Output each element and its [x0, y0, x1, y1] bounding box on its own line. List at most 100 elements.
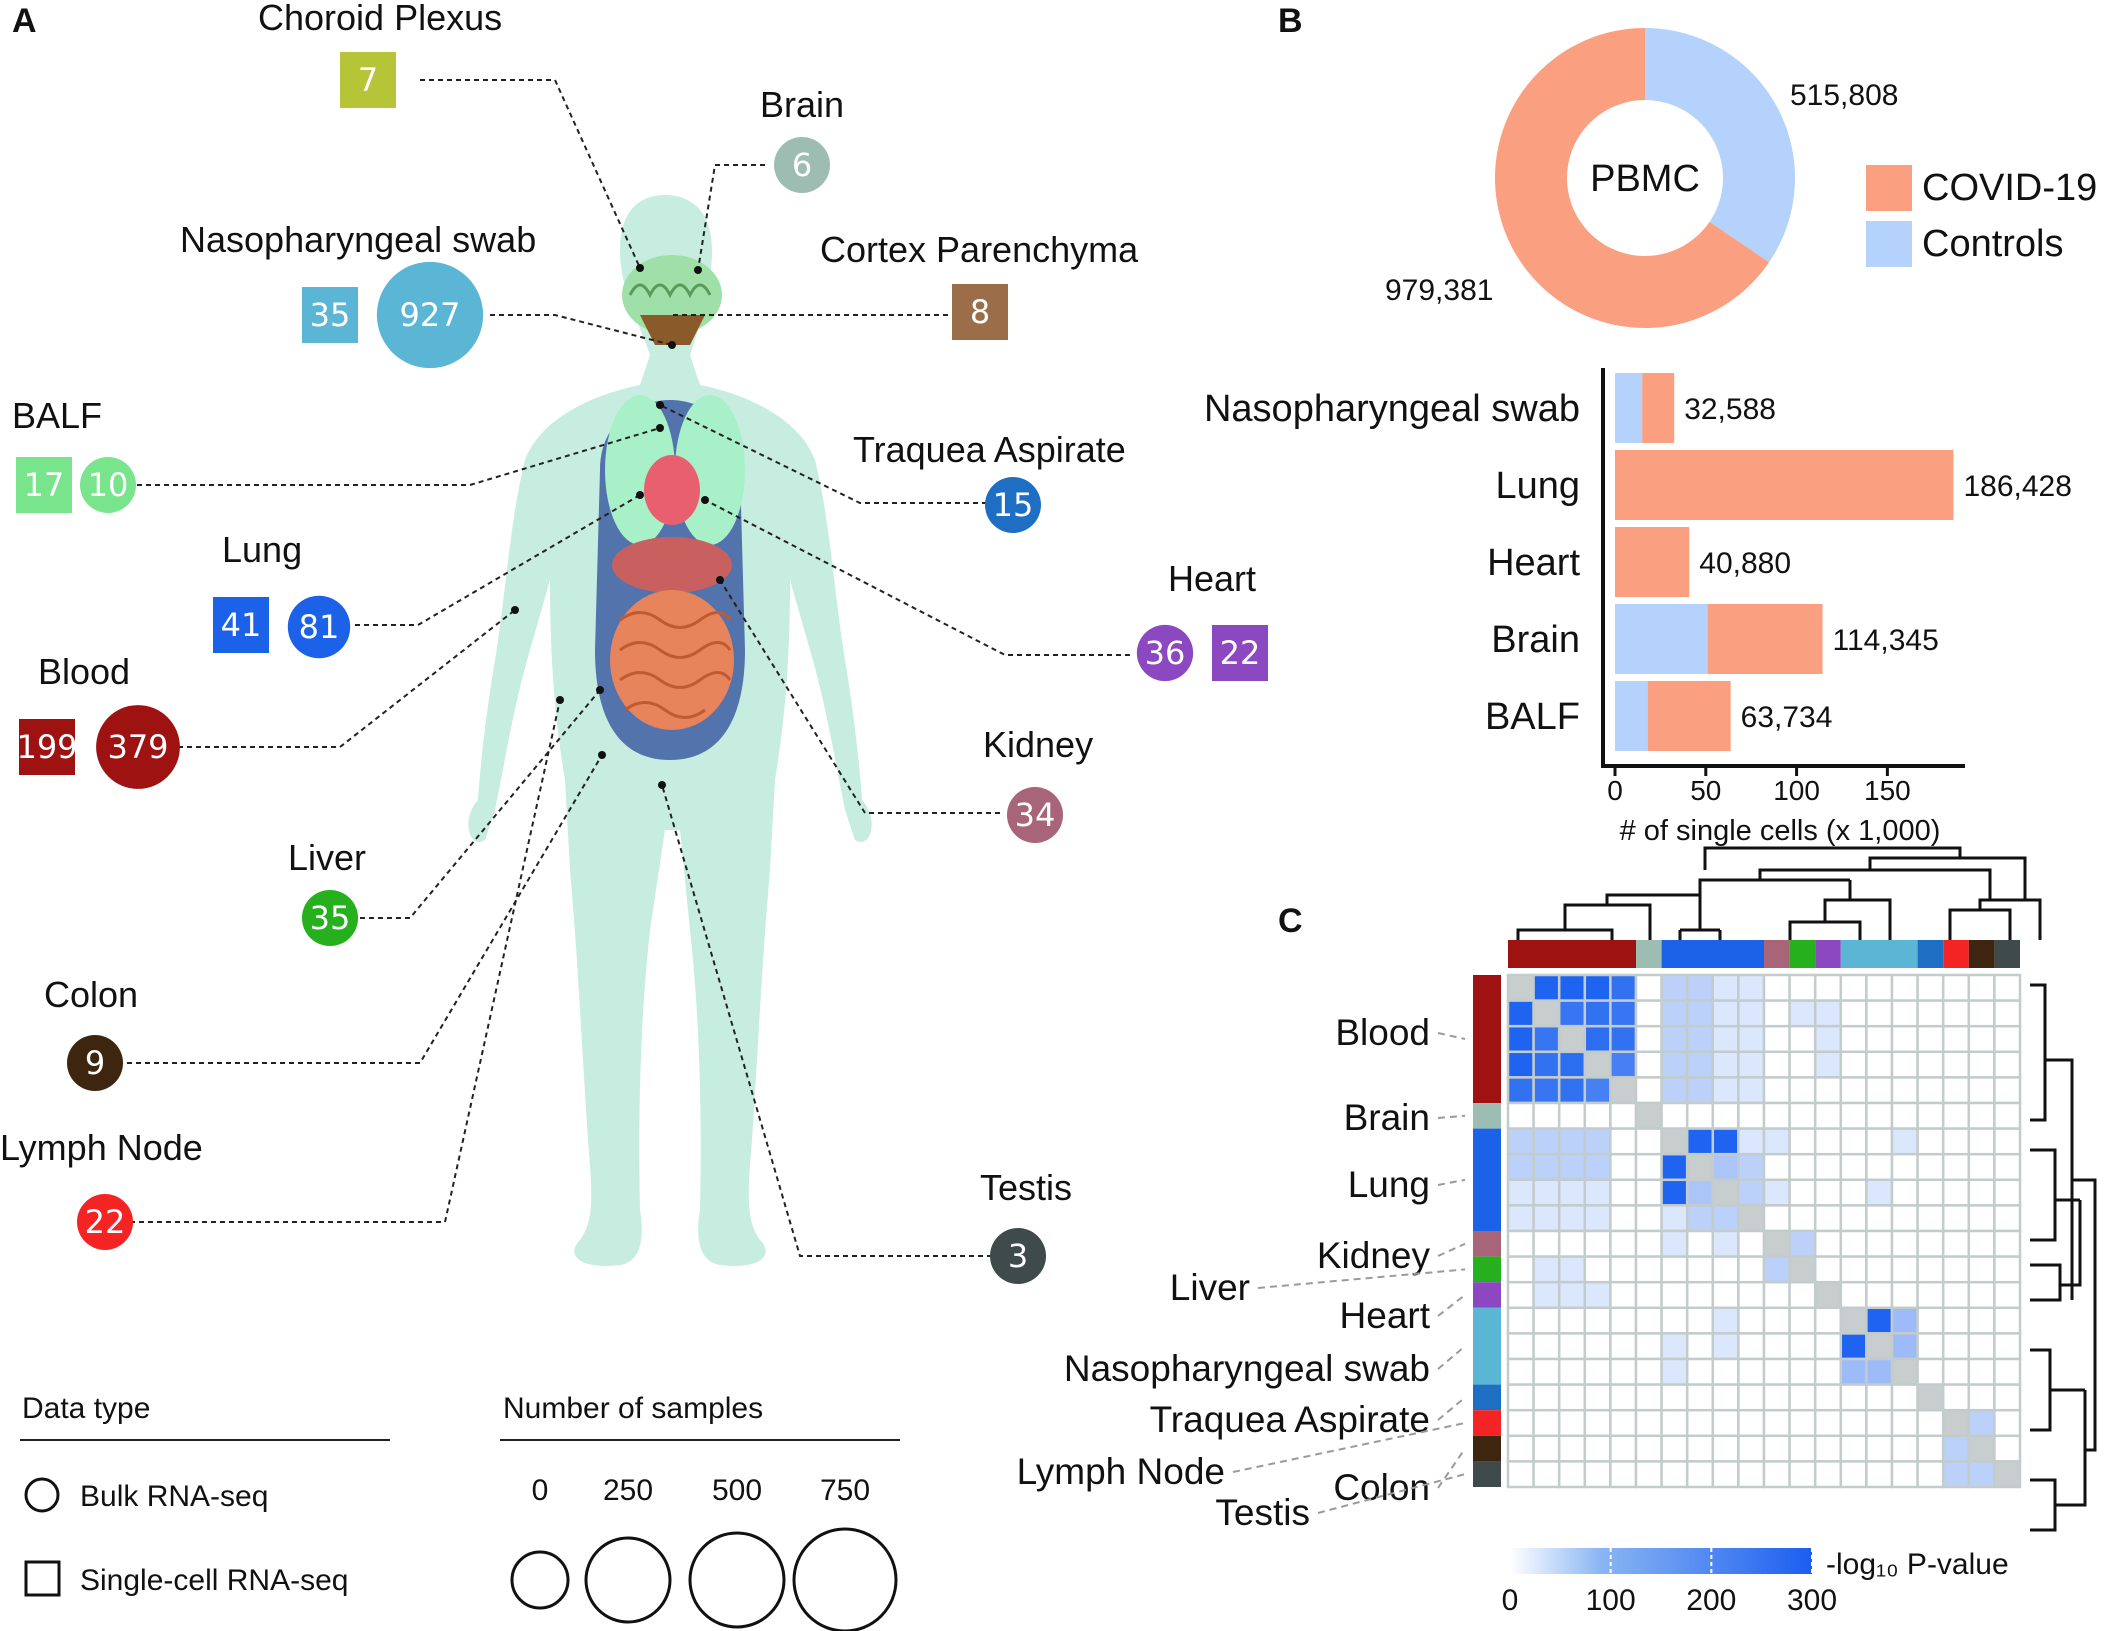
- bulk-circle: [287, 595, 351, 659]
- heatmap-cell: [1609, 1255, 1638, 1284]
- heatmap-cell: [1660, 1434, 1689, 1463]
- bar-total-label: 40,880: [1699, 547, 1791, 580]
- size-legend-circle: [510, 1550, 570, 1610]
- heatmap-cell: [1813, 1306, 1843, 1335]
- bulk-count: 35: [310, 899, 351, 937]
- heatmap-cell: [1506, 1357, 1535, 1386]
- col-group-bar: [1508, 940, 1636, 968]
- heatmap-cell: [1506, 1460, 1535, 1489]
- heatmap-cell: [1993, 1178, 2022, 1207]
- heatmap-cell: [1711, 1101, 1740, 1130]
- legend-single-label: Single-cell RNA-seq: [80, 1564, 348, 1597]
- heatmap-cell: [1839, 1357, 1868, 1386]
- heatmap-cell: [1583, 1127, 1612, 1156]
- heatmap-cell: [1506, 1280, 1535, 1310]
- heatmap-cell: [1993, 1306, 2022, 1335]
- heatmap-cell: [1916, 1383, 1945, 1412]
- heatmap-cell: [1916, 1408, 1945, 1438]
- heatmap-cell: [1993, 1050, 2022, 1079]
- row-group-bar: [1473, 1128, 1501, 1231]
- heatmap-cell: [1583, 1076, 1612, 1105]
- bar-total-label: 32,588: [1684, 393, 1776, 426]
- row-group-bar: [1473, 1410, 1501, 1436]
- heatmap-cell: [1583, 1178, 1612, 1207]
- bar-total-label: 114,345: [1833, 624, 1939, 657]
- heatmap-cell: [1737, 1306, 1766, 1335]
- x-tick-label: 100: [1773, 775, 1820, 806]
- bulk-circle: [67, 1035, 123, 1091]
- heatmap-cell: [1839, 1383, 1868, 1412]
- heatmap-cell: [1609, 1101, 1638, 1130]
- x-tick-label: 50: [1690, 775, 1721, 806]
- heatmap-cell: [1660, 1024, 1689, 1054]
- single-cell-count: 17: [24, 466, 65, 504]
- donut-value-label: 515,808: [1790, 79, 1898, 112]
- heatmap-cell: [1993, 1229, 2022, 1258]
- heatmap-cell: [1788, 1076, 1817, 1105]
- heatmap-cell: [1967, 1332, 1996, 1361]
- heatmap-cell: [1813, 1204, 1843, 1233]
- heatmap-cell: [1583, 1460, 1612, 1489]
- bulk-circle: [774, 137, 830, 193]
- heatmap-cell: [1634, 1152, 1663, 1182]
- heatmap-cell: [1532, 1101, 1561, 1130]
- heatmap-cell: [1993, 1357, 2022, 1386]
- heatmap-cell: [1634, 1306, 1663, 1335]
- heatmap-cell: [1685, 1101, 1715, 1130]
- heatmap-cell: [1737, 1076, 1766, 1105]
- heatmap-cell: [1660, 1101, 1689, 1130]
- heatmap-cell: [1967, 1050, 1996, 1079]
- donut-slice-covid-19: [1494, 28, 1770, 328]
- size-legend-value: 750: [820, 1474, 870, 1507]
- heatmap-cell: [1583, 1357, 1612, 1386]
- heatmap-cell: [1711, 1357, 1740, 1386]
- row-group-bar: [1473, 1103, 1501, 1129]
- heatmap-cell: [1865, 1357, 1894, 1386]
- heatmap-cell: [1890, 1255, 1919, 1284]
- heatmap-cell: [1609, 1408, 1638, 1438]
- heatmap-cell: [1762, 1357, 1791, 1386]
- heatmap-cell: [1916, 1101, 1945, 1130]
- heatmap-cell: [1993, 1434, 2022, 1463]
- heatmap-cell: [1993, 1383, 2022, 1412]
- heatmap-cell: [1890, 999, 1919, 1028]
- heatmap-row-label: Kidney: [1317, 1235, 1431, 1276]
- heatmap-cell: [1532, 999, 1561, 1028]
- heatmap-cell: [1711, 1383, 1740, 1412]
- panel-letter-c: C: [1278, 902, 1303, 940]
- heatmap-cell: [1762, 1408, 1791, 1438]
- heatmap-cell: [1609, 1024, 1638, 1054]
- heatmap-cell: [1839, 1332, 1868, 1361]
- heatmap-cell: [1737, 1178, 1766, 1207]
- heatmap-cell: [1865, 1255, 1894, 1284]
- colorbar-tick-label: 100: [1586, 1584, 1636, 1617]
- heatmap-cell: [1711, 1332, 1740, 1361]
- heatmap-cell: [1506, 1101, 1535, 1130]
- heatmap-cell: [1737, 973, 1766, 1002]
- heatmap-cell: [1737, 1357, 1766, 1386]
- heatmap-cell: [1557, 1152, 1587, 1182]
- heatmap-cell: [1788, 1332, 1817, 1361]
- heatmap-cell: [1609, 1280, 1638, 1310]
- heatmap-cell: [1711, 1024, 1740, 1054]
- x-tick-label: 0: [1607, 775, 1623, 806]
- bar-category-label: BALF: [1485, 696, 1580, 738]
- heatmap-cell: [1839, 1434, 1868, 1463]
- x-axis-label: # of single cells (x 1,000): [1620, 815, 1941, 847]
- heatmap-cell: [1634, 1050, 1663, 1079]
- colorbar: [1510, 1548, 1812, 1574]
- heatmap-cell: [1737, 1024, 1766, 1054]
- heatmap-cell: [1890, 1332, 1919, 1361]
- heatmap-cell: [1916, 1280, 1945, 1310]
- heatmap-cell: [1737, 1204, 1766, 1233]
- similarity-heatmap: BloodBrainLungKidneyLiverHeartNasopharyn…: [1017, 846, 2097, 1617]
- heatmap-cell: [1609, 1050, 1638, 1079]
- heatmap-cell: [1532, 1332, 1561, 1361]
- heatmap-cell: [1865, 1076, 1894, 1105]
- heatmap-cell: [1557, 973, 1587, 1002]
- heatmap-cell: [1890, 1357, 1919, 1386]
- heatmap-row-label: Nasopharyngeal swab: [1064, 1348, 1430, 1389]
